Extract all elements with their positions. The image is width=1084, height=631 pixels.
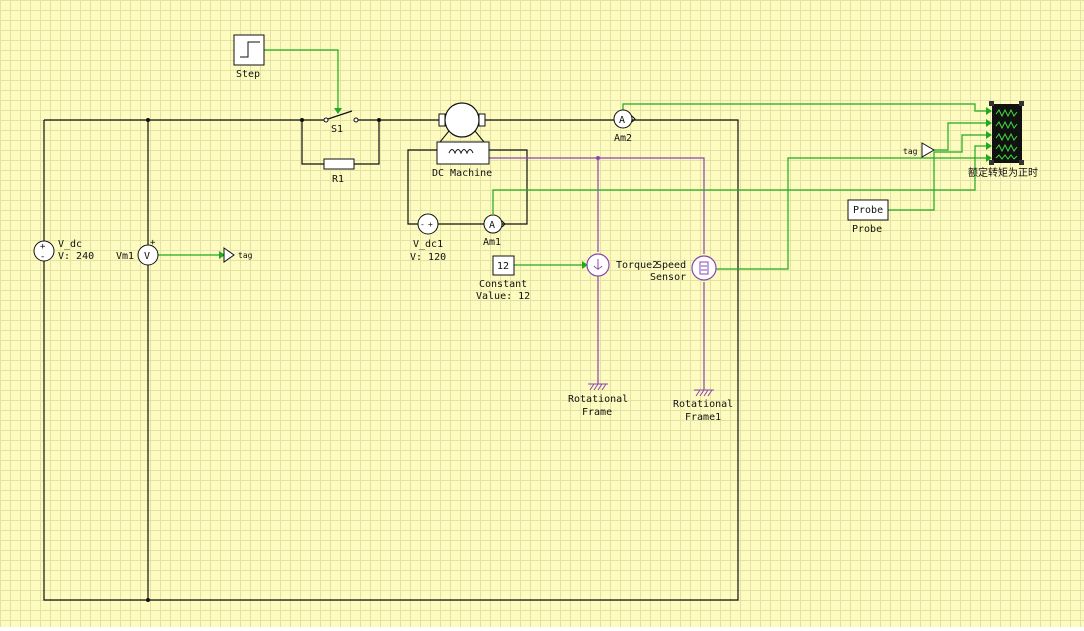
s1-label: S1	[331, 124, 343, 135]
ammeter-icon	[613, 109, 633, 129]
probe-block-text: Probe	[853, 205, 883, 216]
voltmeter-vm1[interactable]: V + Vm1	[116, 238, 159, 266]
rotational-frame[interactable]: Rotational Frame	[568, 383, 628, 418]
voltmeter-icon	[137, 244, 159, 266]
vm1-symbol: V	[144, 251, 150, 262]
speed-sensor-label-1: Speed	[656, 260, 686, 271]
torque-source[interactable]: Torque2	[586, 253, 658, 277]
am2-symbol: A	[619, 115, 625, 126]
speed-sensor-label-2: Sensor	[650, 272, 686, 283]
v-dc-minus: -	[40, 252, 45, 262]
constant-block[interactable]: 12 Constant Value: 12	[476, 255, 530, 302]
goto-tag-icon	[921, 142, 935, 158]
am1-label: Am1	[483, 237, 501, 248]
probe-block[interactable]: Probe Probe	[847, 199, 889, 235]
v-dc1-value: V: 120	[410, 252, 446, 263]
resistor-icon	[323, 158, 355, 170]
junctions	[146, 118, 381, 602]
rot-frame1-label-1: Rotational	[673, 399, 733, 410]
goto-tag-icon	[223, 247, 235, 263]
constant-value-text: 12	[497, 261, 509, 272]
torque-source-icon	[586, 253, 610, 277]
am1-symbol: A	[489, 220, 495, 231]
dc-voltage-source-icon	[33, 240, 55, 262]
ammeter-icon	[483, 214, 503, 234]
ammeter-am2[interactable]: A Am2	[613, 109, 636, 144]
electrical-wires	[43, 119, 739, 601]
switch-icon	[302, 110, 379, 123]
constant-value-label: Value: 12	[476, 291, 530, 302]
step-icon	[240, 41, 260, 58]
mechanical-wires	[489, 156, 705, 390]
v-dc1-name: V_dc1	[413, 239, 443, 250]
tag-left[interactable]: tag	[223, 247, 253, 263]
rotational-frame-icon	[588, 383, 608, 391]
dc-voltage-source-icon	[417, 213, 439, 235]
v-dc1-minus: -	[420, 220, 425, 229]
tag-right[interactable]: tag	[903, 142, 935, 158]
speed-sensor[interactable]: Speed Sensor	[650, 255, 717, 283]
dc-machine-icon	[436, 102, 490, 165]
probe-label: Probe	[852, 224, 882, 235]
scope-block[interactable]: 额定转矩为正时	[968, 101, 1038, 179]
rotational-frame1[interactable]: Rotational Frame1	[673, 389, 733, 423]
rot-frame-label-2: Frame	[582, 407, 612, 418]
scope-icon	[989, 101, 1024, 165]
step-block[interactable]: Step	[233, 34, 265, 80]
signal-wires	[158, 49, 992, 270]
step-label: Step	[236, 69, 260, 80]
v-dc-plus: +	[40, 242, 46, 252]
rot-frame1-label-2: Frame1	[685, 412, 721, 423]
v-dc-value: V: 240	[58, 251, 94, 262]
rotational-frame-icon	[694, 389, 714, 397]
rot-frame-label-1: Rotational	[568, 394, 628, 405]
torque-label: Torque2	[616, 260, 658, 271]
vm1-label: Vm1	[116, 251, 134, 262]
dc-source-v-dc[interactable]: + - V_dc V: 240	[33, 239, 94, 262]
v-dc-name: V_dc	[58, 239, 82, 250]
switch-s1[interactable]: S1	[302, 110, 379, 135]
constant-label: Constant	[479, 279, 527, 290]
v-dc1-plus: +	[428, 220, 433, 229]
tag-right-label: tag	[903, 147, 918, 156]
tag-left-label: tag	[238, 251, 253, 260]
speed-sensor-icon	[691, 255, 717, 281]
resistor-r1[interactable]: R1	[323, 158, 355, 185]
dc-source-v-dc1[interactable]: - + V_dc1 V: 120	[410, 213, 446, 263]
am2-label: Am2	[614, 133, 632, 144]
scope-label: 额定转矩为正时	[968, 166, 1038, 179]
dc-machine[interactable]: DC Machine	[432, 102, 492, 179]
dc-machine-label: DC Machine	[432, 168, 492, 179]
ammeter-am1[interactable]: A Am1	[483, 214, 506, 248]
r1-label: R1	[332, 174, 344, 185]
vm1-plus: +	[150, 238, 156, 248]
